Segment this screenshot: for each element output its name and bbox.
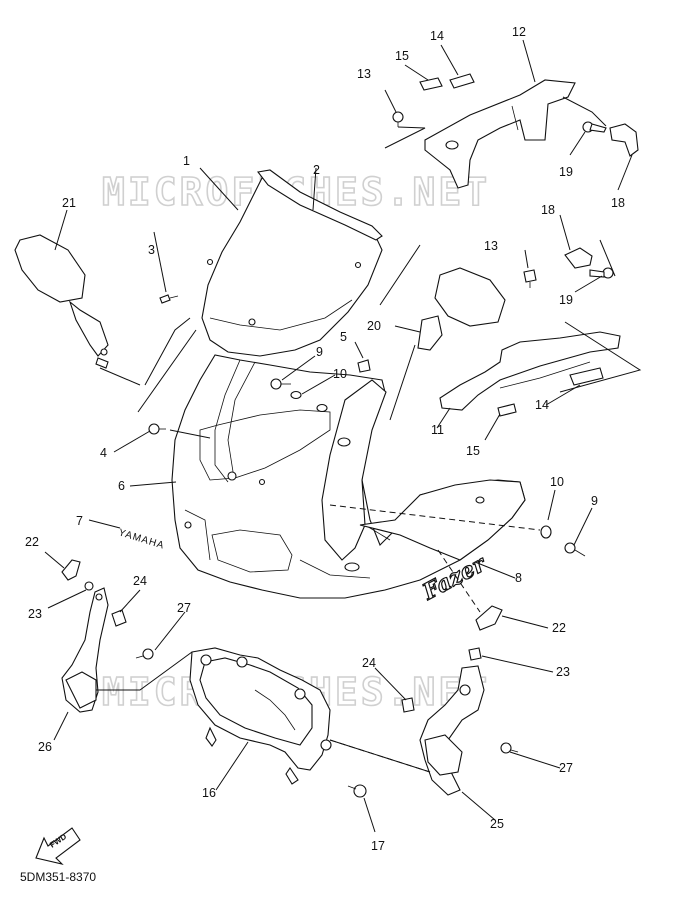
callout-8: 8	[515, 571, 522, 585]
callout-24-left: 24	[133, 574, 147, 588]
nut-23-right	[468, 647, 482, 661]
callout-14-top: 14	[430, 29, 444, 43]
washer-22-left	[61, 559, 81, 581]
callout-3: 3	[148, 243, 155, 257]
callout-19-top: 19	[559, 165, 573, 179]
callout-7: 7	[76, 514, 83, 528]
inner-panel-right	[321, 379, 387, 572]
mirror-right	[417, 267, 506, 351]
callout-15-mid: 15	[466, 444, 480, 458]
lower-bracket	[439, 331, 621, 417]
callout-18-mid: 18	[541, 203, 555, 217]
bolt-9-right	[564, 542, 586, 557]
callout-11: 11	[431, 423, 444, 437]
clip-18-top	[582, 121, 639, 157]
stay-right	[419, 665, 485, 796]
washer-22-right	[475, 605, 503, 631]
callout-17: 17	[371, 839, 385, 853]
callout-13-mid: 13	[484, 239, 498, 253]
nut-5	[357, 359, 371, 373]
bolt-9-left	[270, 378, 291, 390]
callout-6: 6	[118, 479, 125, 493]
callout-1: 1	[183, 154, 190, 168]
callout-22-right: 22	[552, 621, 566, 635]
callout-10-left: 10	[333, 367, 347, 381]
callout-9-left: 9	[316, 345, 323, 359]
callout-2: 2	[313, 163, 320, 177]
bolt-13-top	[392, 111, 404, 127]
callout-25: 25	[490, 817, 504, 831]
callout-16: 16	[202, 786, 216, 800]
screw-3	[159, 294, 179, 304]
mounting-frame	[189, 647, 332, 785]
callout-9-right: 9	[591, 494, 598, 508]
callout-27-left: 27	[177, 601, 191, 615]
callout-26: 26	[38, 740, 52, 754]
callout-19-mid: 19	[559, 293, 573, 307]
callout-12: 12	[512, 25, 526, 39]
stay-left	[61, 587, 109, 713]
callout-10-right: 10	[550, 475, 564, 489]
fwd-arrow-icon: FWD	[35, 827, 81, 865]
side-cowl-panel	[359, 479, 526, 561]
nut-24-left	[111, 609, 127, 627]
washer-10-left	[290, 390, 302, 400]
callout-5: 5	[340, 330, 347, 344]
callout-21: 21	[62, 196, 76, 210]
washer-10-right	[540, 525, 552, 539]
callout-20: 20	[367, 319, 381, 333]
callout-23-left: 23	[28, 607, 42, 621]
bolt-13-mid	[523, 269, 537, 288]
screw-4	[148, 423, 166, 435]
screw-27-left	[135, 648, 154, 660]
bracket-pads-14-15	[419, 73, 475, 91]
callout-13-top: 13	[357, 67, 371, 81]
callout-27-right: 27	[559, 761, 573, 775]
clip-18-mid	[564, 247, 614, 279]
screw-27-right	[500, 742, 519, 754]
callout-18-top: 18	[611, 196, 625, 210]
callout-22-left: 22	[25, 535, 39, 549]
yamaha-decal: YAMAHA	[117, 527, 166, 551]
screen-trim	[257, 169, 383, 241]
diagram-code: 5DM351-8370	[20, 870, 96, 884]
mirror-left	[14, 234, 109, 369]
callout-15-top: 15	[395, 49, 409, 63]
callout-23-right: 23	[556, 665, 570, 679]
bolt-17	[347, 784, 367, 798]
callout-4: 4	[100, 446, 107, 460]
nut-24-right	[401, 697, 415, 713]
callout-14-mid: 14	[535, 398, 549, 412]
upper-bracket	[424, 79, 576, 189]
callout-24-right: 24	[362, 656, 376, 670]
nut-23-left	[84, 581, 94, 591]
